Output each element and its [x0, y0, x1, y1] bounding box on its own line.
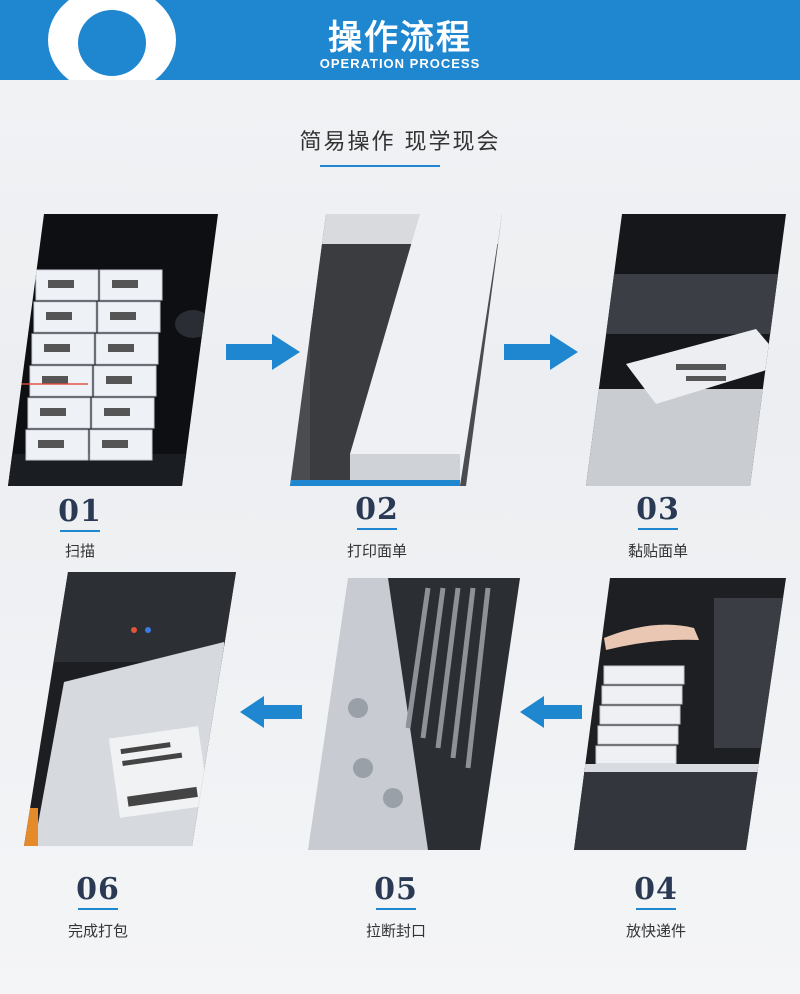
step-01-photo: [8, 214, 218, 486]
step-01-label: 扫描: [64, 542, 95, 560]
step-05-label: 拉断封口: [365, 922, 426, 940]
arrow-left-icon: [520, 696, 582, 728]
step-06-number: 06: [76, 872, 120, 907]
header-title: 操作流程: [328, 18, 472, 58]
step-04-photo: [574, 578, 786, 850]
step-06-underline: [78, 908, 118, 910]
step-06-label: 完成打包: [67, 922, 128, 940]
step-01-number: 01: [58, 494, 102, 529]
step-03-photo: [586, 214, 786, 486]
step-02-number: 02: [355, 492, 399, 527]
slogan: 简易操作 现学现会: [299, 130, 501, 155]
arrow-right-icon: [504, 334, 578, 370]
step-02-label: 打印面单: [346, 542, 407, 560]
header-circle-inner-decoration: [78, 10, 146, 76]
step-05-number: 05: [374, 872, 418, 907]
step-02-photo: [290, 214, 502, 486]
step-04-underline: [636, 908, 676, 910]
step-03-underline: [638, 528, 678, 530]
arrow-left-icon: [240, 696, 302, 728]
step-01-underline: [60, 530, 100, 532]
step-04-number: 04: [634, 872, 678, 907]
step-05-underline: [376, 908, 416, 910]
step-03-number: 03: [636, 492, 680, 527]
arrow-right-icon: [226, 334, 300, 370]
step-06-photo: [24, 572, 236, 846]
step-02-underline: [357, 528, 397, 530]
slogan-underline: [320, 165, 440, 167]
step-03-label: 黏贴面单: [627, 542, 688, 560]
header-subtitle: OPERATION PROCESS: [319, 56, 481, 71]
step-05-photo: [308, 578, 520, 850]
header-bar: 操作流程 OPERATION PROCESS: [0, 0, 800, 80]
step-04-label: 放快递件: [625, 922, 686, 940]
